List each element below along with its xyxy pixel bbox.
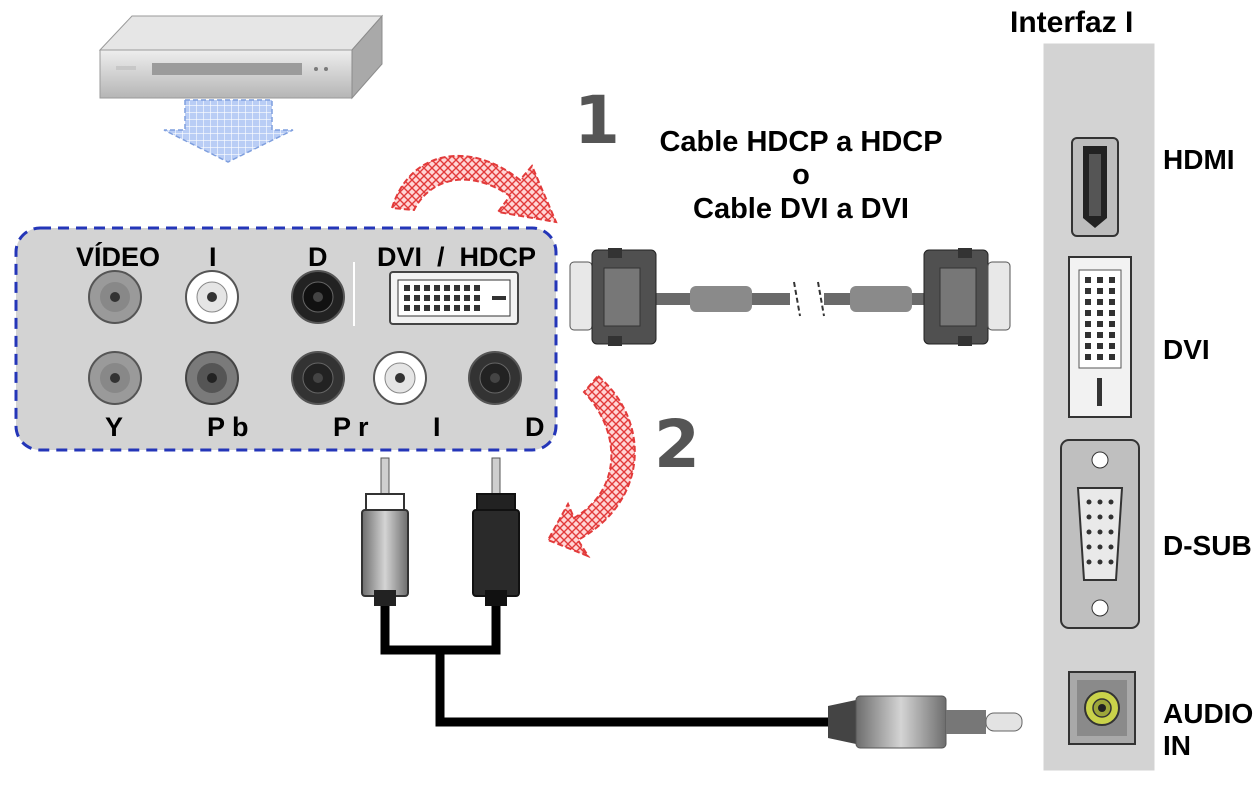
audio-jack-icon — [1068, 671, 1136, 745]
step-2-number: 2 — [654, 406, 700, 483]
component-audio-right-jack-icon — [468, 351, 522, 405]
caption-line: Cable DVI a DVI — [693, 192, 909, 225]
minijack-plug-icon — [828, 695, 1023, 749]
hdmi-label: HDMI — [1163, 144, 1235, 175]
dvi-hdcp-label: DVI / HDCP — [377, 242, 537, 272]
step-1-caption: Cable HDCP a HDCP o Cable DVI a DVI — [626, 126, 976, 226]
caption-line: o — [792, 159, 810, 192]
dvi-plug-right-icon — [923, 248, 1011, 346]
rca-audio-left-jack-icon — [185, 270, 239, 324]
step-1-arrow-icon — [390, 154, 558, 224]
pr-label: P r — [333, 412, 369, 442]
audio-left-label: I — [209, 242, 217, 272]
dvi-cable — [569, 248, 1011, 346]
rca-to-minijack-cable — [361, 457, 1023, 749]
interface-title: Interfaz I — [1010, 6, 1134, 39]
component-audio-left-label: I — [433, 412, 441, 442]
component-audio-right-label: D — [525, 412, 545, 442]
component-y-jack-icon — [88, 351, 142, 405]
hdmi-port-icon — [1071, 137, 1119, 237]
caption-line: Cable HDCP a HDCP — [659, 126, 943, 158]
audio-in-label: AUDIO IN — [1163, 698, 1254, 762]
component-audio-left-jack-icon — [373, 351, 427, 405]
y-label: Y — [105, 412, 124, 442]
rca-video-jack-icon — [88, 270, 142, 324]
vga-port-icon — [1060, 439, 1140, 629]
dvi-label: DVI — [1163, 334, 1210, 365]
down-arrow-icon — [163, 99, 294, 163]
step-2-arrow-icon — [546, 374, 636, 559]
dsub-label: D-SUB — [1163, 530, 1252, 561]
dvi-port-icon — [1068, 256, 1132, 418]
dvd-player-icon — [98, 14, 384, 100]
pb-label: P b — [207, 412, 249, 442]
step-1-number: 1 — [574, 82, 620, 159]
component-pr-jack-icon — [291, 351, 345, 405]
rca-plug-white-icon — [361, 457, 409, 606]
source-connector-panel — [14, 226, 558, 452]
audio-right-label: D — [308, 242, 328, 272]
display-interface-panel — [1042, 42, 1156, 772]
component-pb-jack-icon — [185, 351, 239, 405]
dvi-hdcp-port-icon — [389, 271, 519, 325]
rca-audio-right-jack-icon — [291, 270, 345, 324]
rca-plug-black-icon — [472, 457, 520, 606]
dvi-plug-left-icon — [569, 248, 657, 346]
video-label: VÍDEO — [76, 242, 161, 272]
